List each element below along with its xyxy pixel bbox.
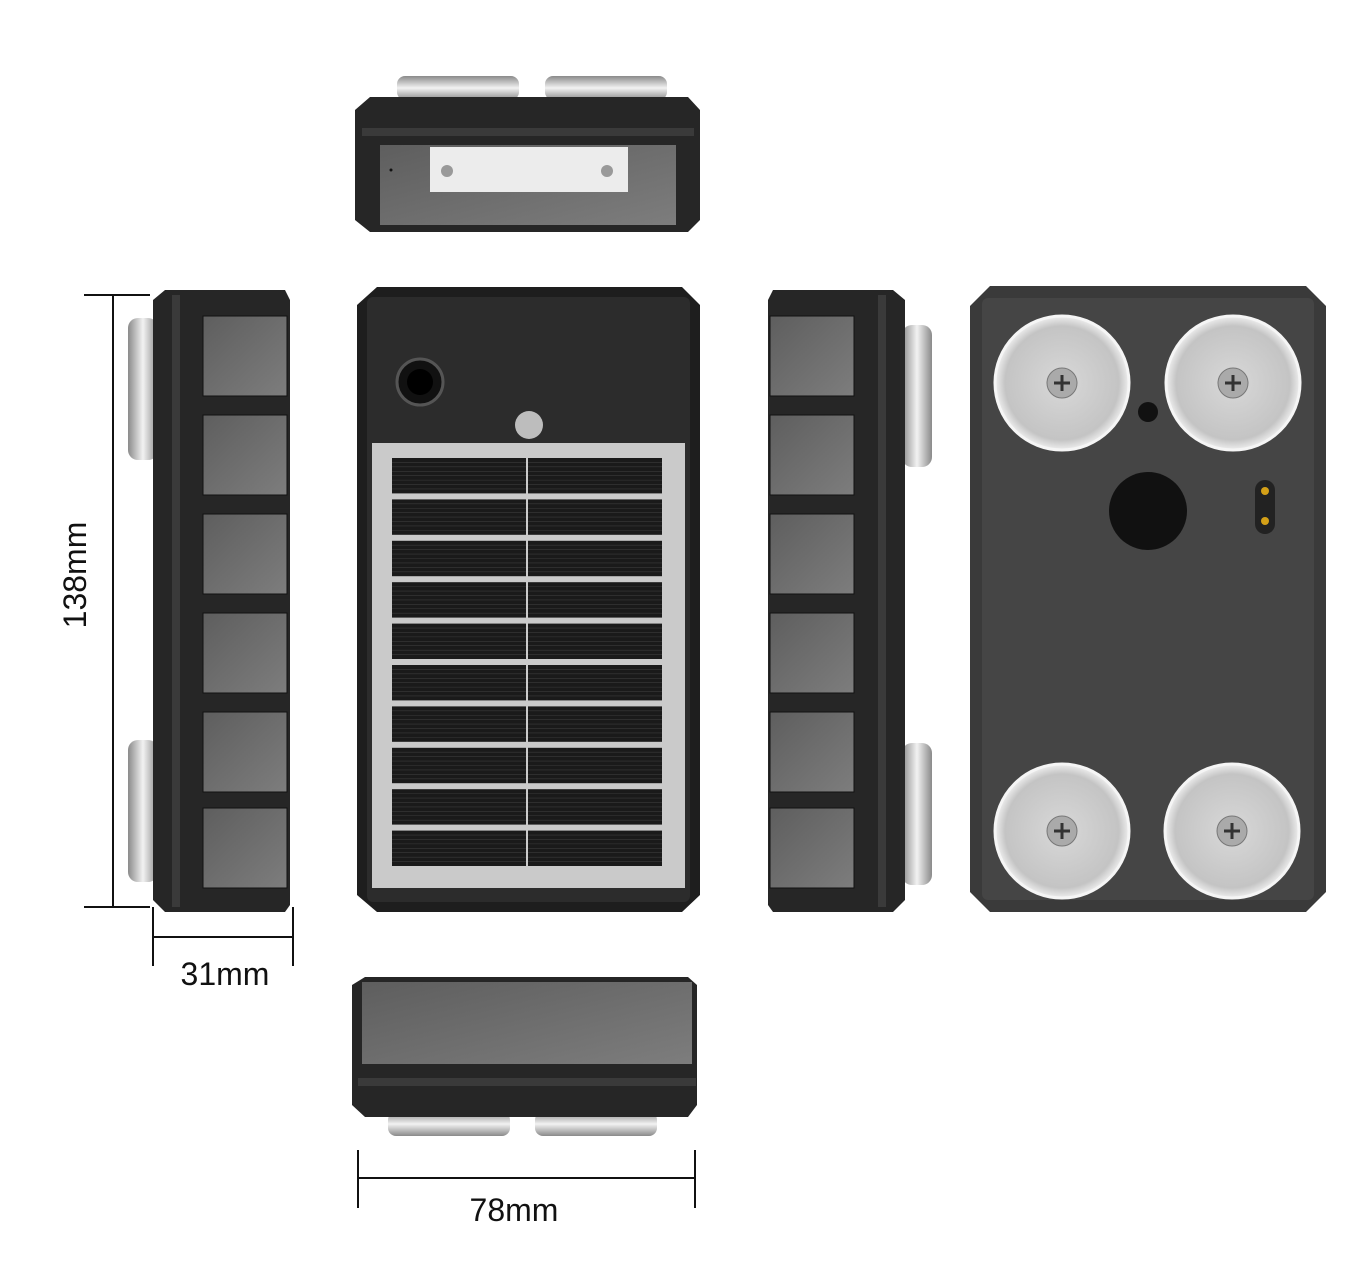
charging-pins [1255, 480, 1275, 534]
side-panel [362, 982, 692, 1064]
side-panels [202, 315, 288, 889]
left-side-view [128, 290, 290, 912]
label-plate [430, 147, 628, 192]
width-label: 78mm [470, 1192, 559, 1228]
top-view [355, 76, 700, 232]
depth-label: 31mm [181, 956, 270, 992]
light-sensor [515, 411, 543, 439]
magnet [128, 318, 158, 460]
height-label: 138mm [57, 522, 93, 629]
screw-icon [601, 165, 613, 177]
side-panels [769, 315, 855, 889]
magnet [902, 325, 932, 467]
magnet [128, 740, 158, 882]
magnet [388, 1112, 510, 1136]
magnet [535, 1112, 657, 1136]
magnet-disc [1164, 314, 1302, 452]
bottom-view [352, 977, 697, 1136]
magnet [902, 743, 932, 885]
right-side-view [768, 290, 932, 912]
magnet-disc [993, 314, 1131, 452]
small-hole [1138, 402, 1158, 422]
back-magnet-view [970, 286, 1326, 912]
screw-icon [441, 165, 453, 177]
solar-cells [392, 458, 662, 866]
height-dimension [84, 294, 150, 908]
magnet [545, 76, 667, 100]
front-solar-view [357, 287, 700, 912]
magnet-disc [1163, 762, 1301, 900]
magnet-disc [993, 762, 1131, 900]
width-dimension [357, 1150, 696, 1208]
depth-dimension [152, 907, 294, 966]
magnet [397, 76, 519, 100]
button-pad [1109, 472, 1187, 550]
